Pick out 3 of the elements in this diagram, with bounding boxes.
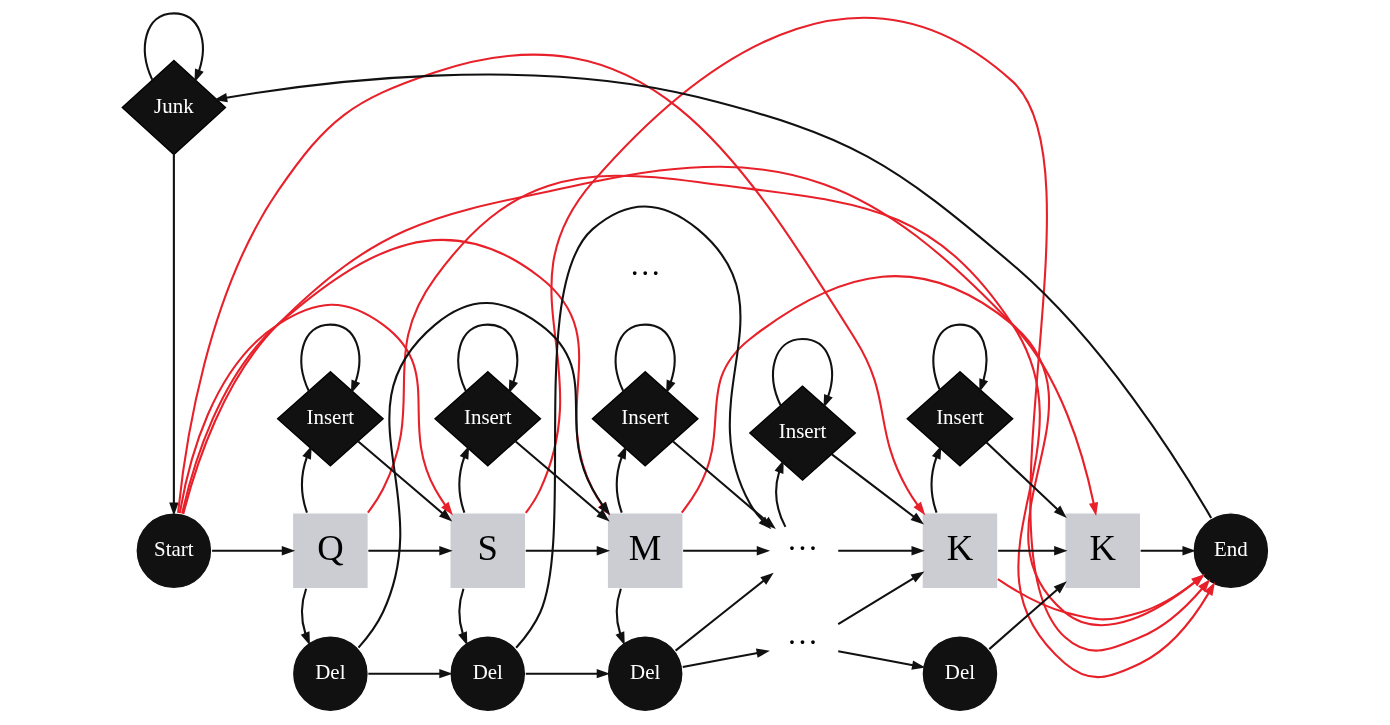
label: ··· (628, 256, 661, 292)
node-text: ··· (786, 625, 818, 661)
node-text: ··· (786, 530, 818, 566)
